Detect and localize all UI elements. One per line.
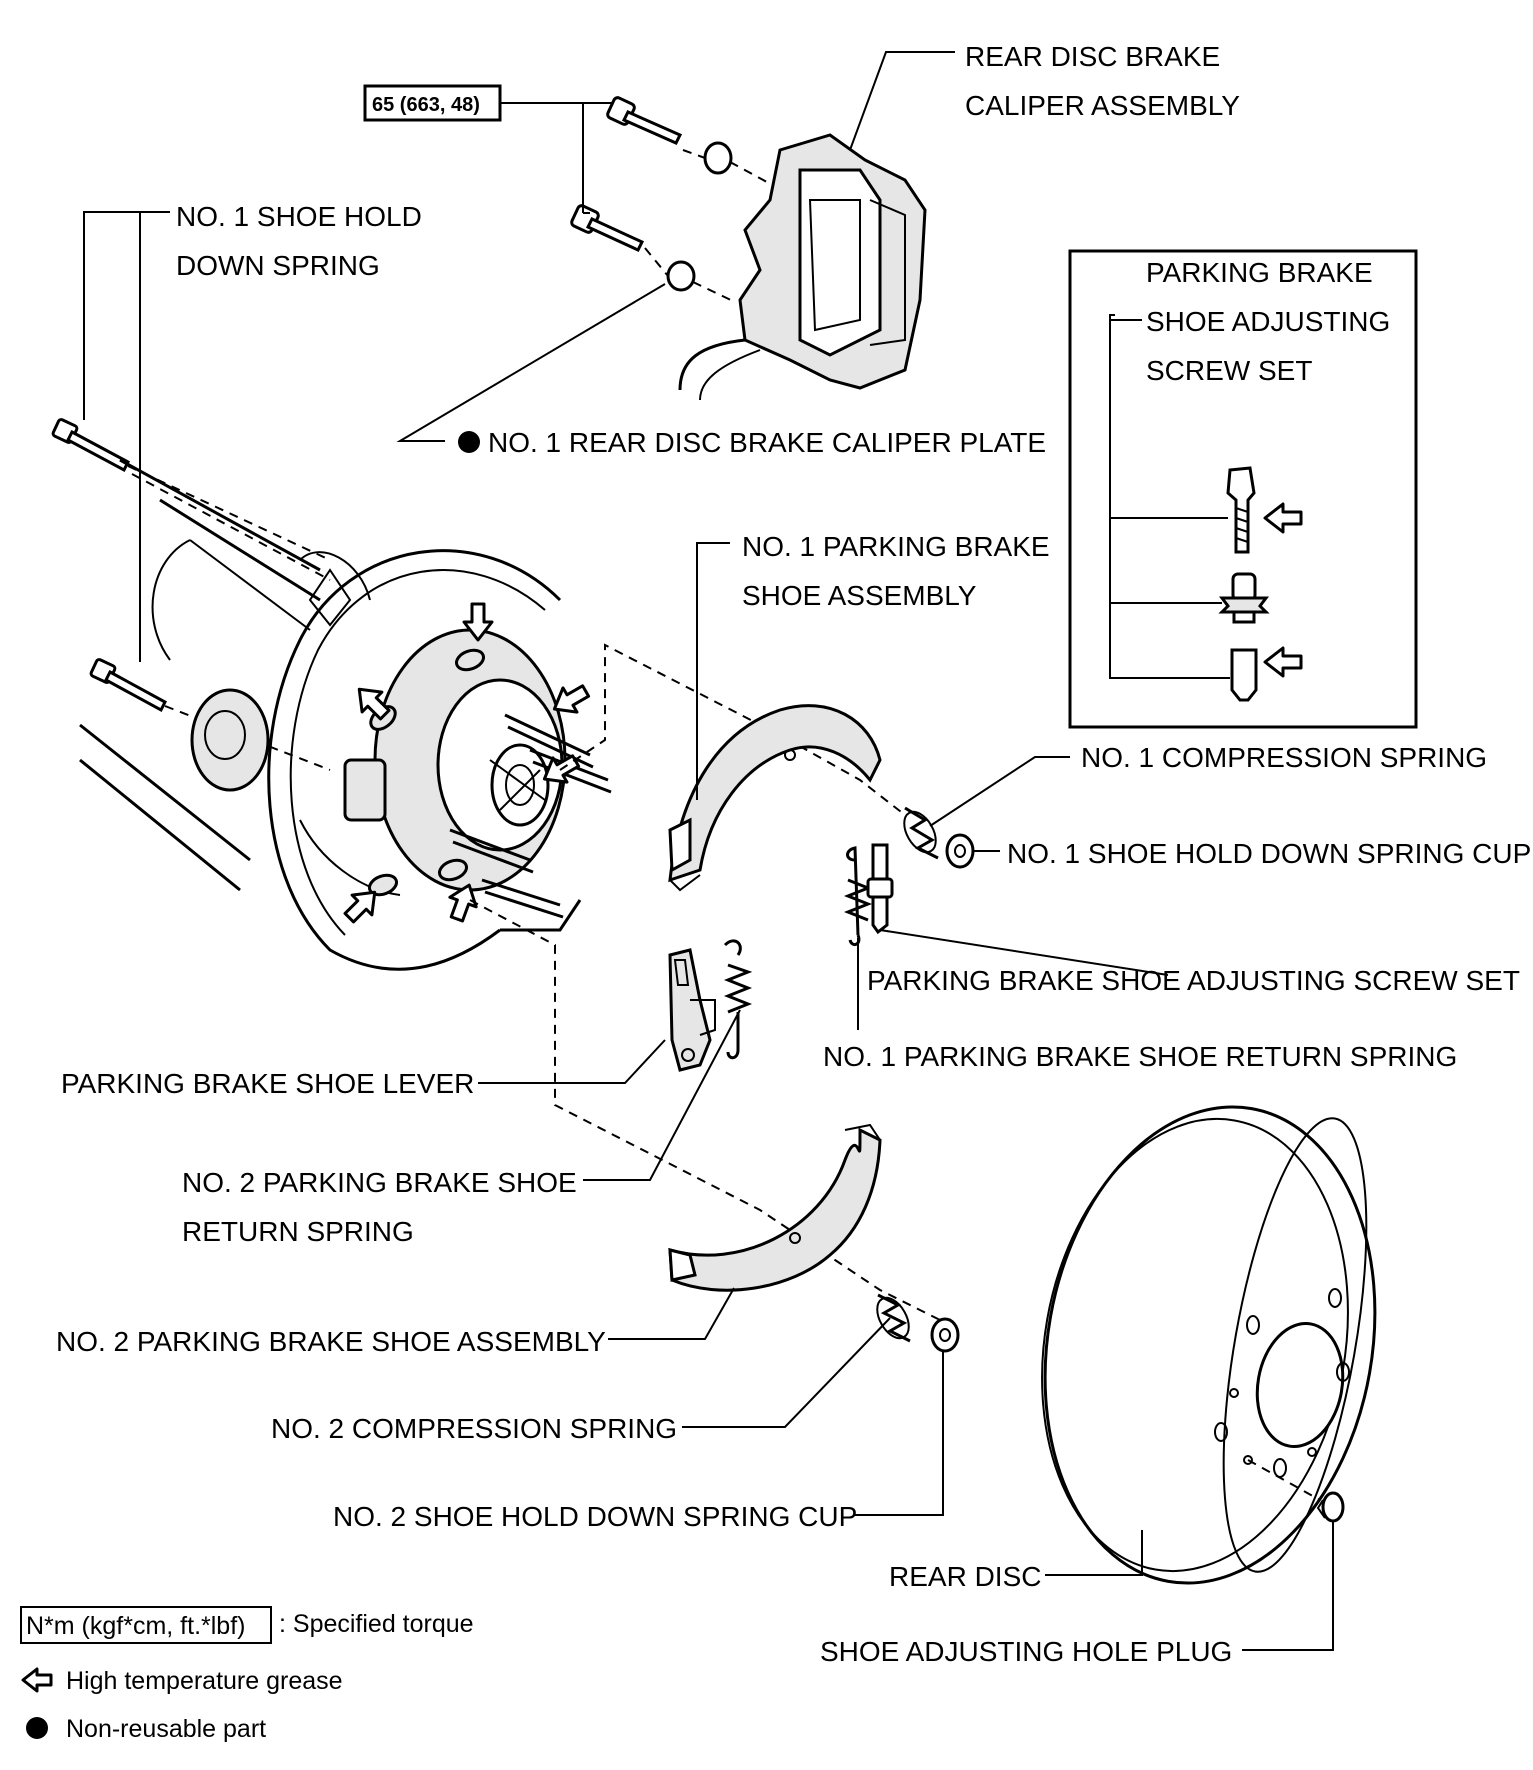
label-inset-line2: SHOE ADJUSTING [1146,306,1390,337]
hold-down-pin-lower [89,658,167,713]
label-hold-down-spring-line2: DOWN SPRING [176,250,380,281]
parking-brake-shoe-lever [668,948,716,1072]
caliper-bolt-lower [570,204,645,252]
no2-return-spring [723,939,753,1060]
torque-spec-callout: 65 (663, 48) [363,84,502,122]
legend-torque-box [20,1606,272,1644]
adjusting-screw-set-assembled [866,843,894,935]
label-no1-spring-cup: NO. 1 SHOE HOLD DOWN SPRING CUP [1007,838,1531,869]
label-no1-shoe-line1: NO. 1 PARKING BRAKE [742,531,1050,562]
label-no2-spring-cup: NO. 2 SHOE HOLD DOWN SPRING CUP [333,1501,857,1532]
shoe-adjusting-hole-plug [1316,1491,1345,1523]
caliper-body [678,133,927,401]
no1-return-spring [843,846,873,947]
label-hole-plug: SHOE ADJUSTING HOLE PLUG [820,1636,1232,1667]
legend-grease-text: High temperature grease [66,1667,343,1695]
legend-nonreusable-text: Non-reusable part [66,1715,266,1743]
label-no2-return-spring-line2: RETURN SPRING [182,1216,414,1247]
label-no1-compression-spring: NO. 1 COMPRESSION SPRING [1081,742,1487,773]
legend-torque-box-text: N*m (kgf*cm, ft.*lbf) [26,1612,245,1640]
label-caliper-assembly-line2: CALIPER ASSEMBLY [965,90,1240,121]
label-no1-shoe-line2: SHOE ASSEMBLY [742,580,977,611]
no1-shoe-hold-down-spring-cup [945,833,975,869]
axle-housing [79,458,371,892]
label-hold-down-spring-line1: NO. 1 SHOE HOLD [176,201,422,232]
adjusting-screw-set-inset [1068,249,1418,729]
no1-parking-brake-shoe [668,704,882,892]
axle-hub [373,628,612,919]
caliper-bolt-upper [606,96,683,145]
no2-parking-brake-shoe [668,1123,882,1292]
no2-compression-spring [876,1293,911,1343]
label-inset-line1: PARKING BRAKE [1146,257,1373,288]
rear-disc [1041,1105,1377,1585]
legend: N*m (kgf*cm, ft.*lbf) : Specified torque… [20,1606,474,1743]
torque-spec-value: 65 (663, 48) [372,94,480,116]
grease-arrow-icon [1263,502,1303,534]
no1-compression-spring [903,806,939,860]
hold-down-pin-upper [51,418,130,473]
no2-shoe-hold-down-spring-cup [930,1317,960,1353]
label-no2-return-spring-line1: NO. 2 PARKING BRAKE SHOE [182,1167,577,1198]
legend-torque-text: : Specified torque [279,1610,474,1638]
non-reusable-dot-icon [458,431,480,453]
label-no2-shoe: NO. 2 PARKING BRAKE SHOE ASSEMBLY [56,1326,606,1357]
label-inset-line3: SCREW SET [1146,355,1312,386]
caliper-plate-upper [703,141,733,175]
label-caliper-plate: NO. 1 REAR DISC BRAKE CALIPER PLATE [488,427,1046,458]
label-rear-disc: REAR DISC [889,1561,1041,1592]
caliper-plate-lower [666,260,696,292]
label-caliper-assembly-line1: REAR DISC BRAKE [965,41,1220,72]
grease-arrow-icon [21,1667,53,1693]
non-reusable-dot-icon [26,1717,48,1739]
leader-lines [83,51,1334,1651]
label-no1-return-spring: NO. 1 PARKING BRAKE SHOE RETURN SPRING [823,1041,1457,1072]
grease-arrow-icon [1263,646,1303,678]
label-no2-compression-spring: NO. 2 COMPRESSION SPRING [271,1413,677,1444]
grease-arrow-icons-hub [343,602,591,924]
label-adjusting-screw-set: PARKING BRAKE SHOE ADJUSTING SCREW SET [867,965,1520,996]
label-shoe-lever: PARKING BRAKE SHOE LEVER [61,1068,474,1099]
